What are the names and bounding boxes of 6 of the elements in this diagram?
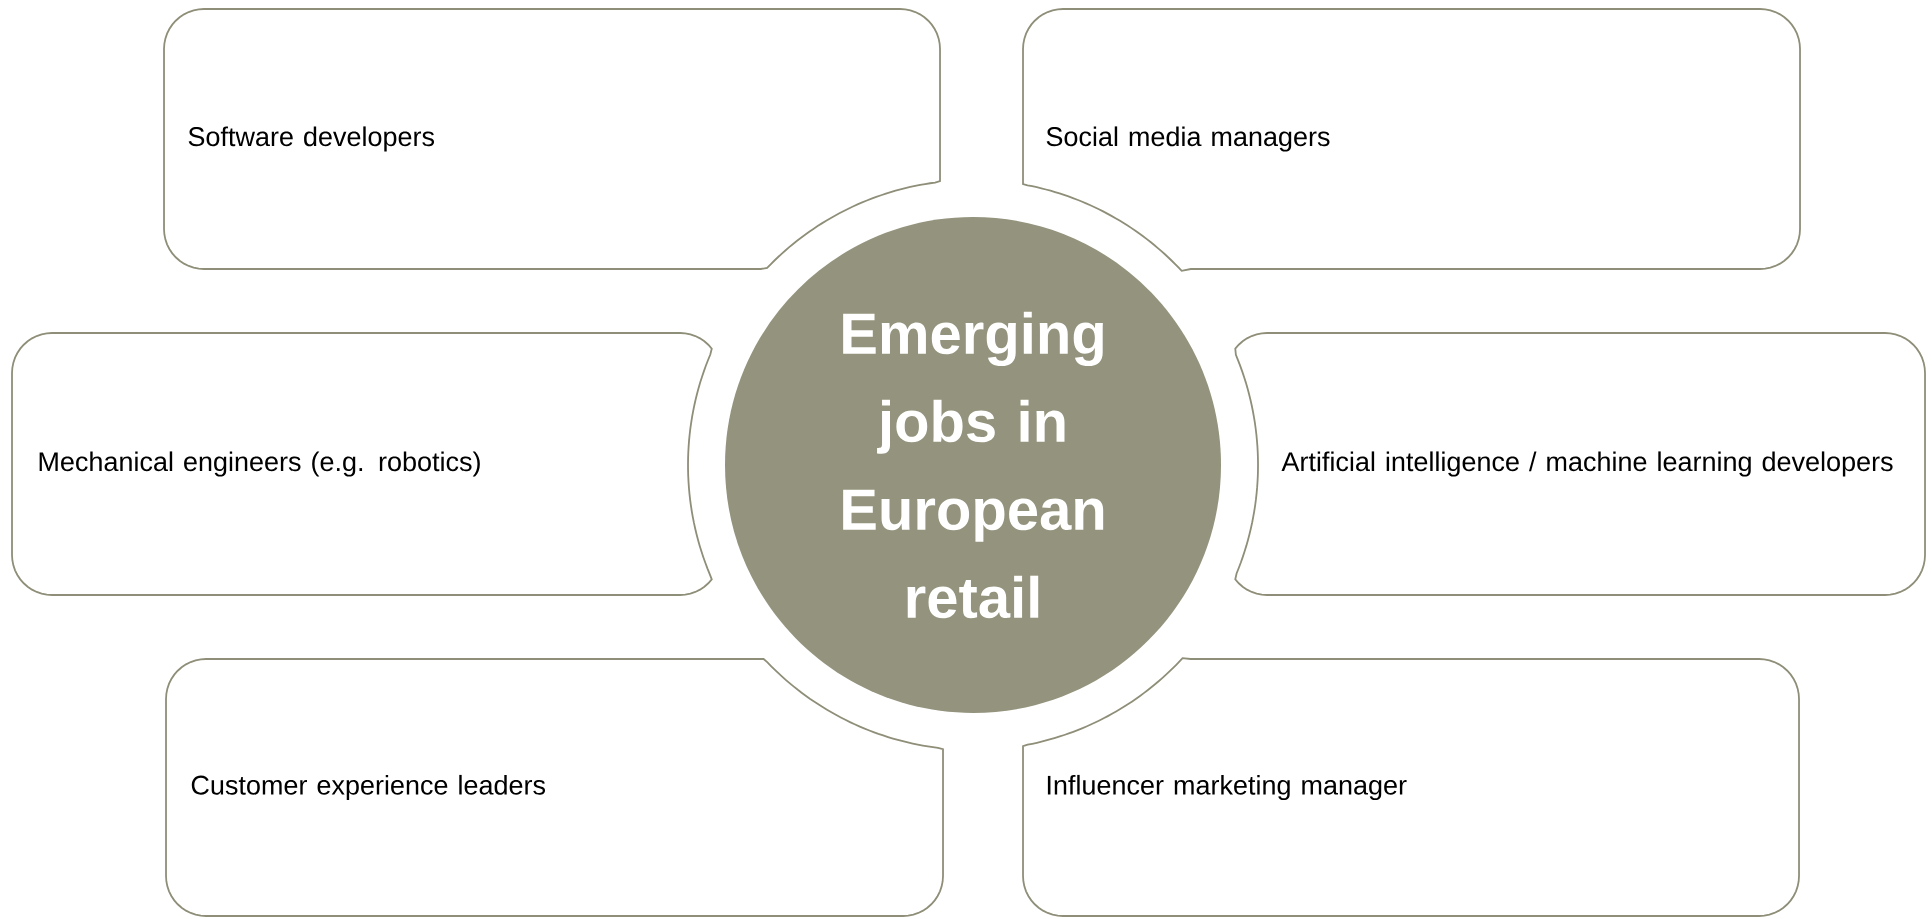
text-box: Customer experience leaders xyxy=(165,658,944,917)
text-box: Software developers xyxy=(163,8,941,270)
text-box: Artificial intelligence / machine learning developers xyxy=(1234,332,1926,596)
text-box: Social media managers xyxy=(1022,8,1801,272)
text-box: Influencer marketing manager xyxy=(1022,657,1800,917)
text-box: Mechanical engineers (e.g. robotics) xyxy=(11,332,713,596)
